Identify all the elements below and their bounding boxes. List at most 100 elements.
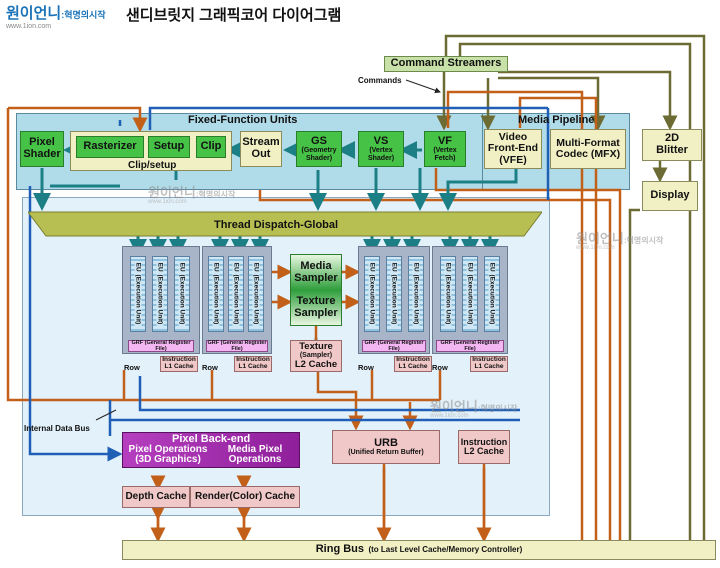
- vf-desc1: (Vertex: [433, 147, 457, 155]
- grf: GRF (General Register File): [436, 340, 504, 352]
- clip: Clip: [196, 136, 226, 158]
- pixel-ops-line2: (3D Graphics): [135, 454, 201, 465]
- mfx-line2: Codec (MFX): [555, 148, 621, 160]
- tex-l2-line1: Texture: [299, 341, 333, 353]
- tex-l2-line3: L2 Cache: [294, 358, 338, 370]
- commands-label: Commands: [358, 76, 402, 85]
- row-label: Row: [432, 363, 448, 372]
- l1-line1: Instruction: [162, 356, 196, 364]
- eu-unit: EU (Execution Unit): [130, 256, 146, 332]
- thread-dispatch-label: Thread Dispatch-Global: [214, 219, 339, 231]
- vfe-line1: Video: [498, 131, 528, 144]
- vertex-fetch: VF (Vertex Fetch): [424, 131, 466, 167]
- clip-setup-label: Clip/setup: [128, 160, 177, 171]
- render-cache-label: Render(Color) Cache: [194, 490, 295, 502]
- ring-bus: Ring Bus (to Last Level Cache/Memory Con…: [122, 540, 716, 560]
- pipeline-arrows: [33, 141, 518, 359]
- vertex-shader: VS (Vertex Shader): [358, 131, 404, 167]
- eu-unit-label: EU (Execution Unit): [368, 261, 376, 327]
- instruction-l2-cache: Instruction L2 Cache: [458, 430, 510, 464]
- media-pixel-ops: Media Pixel Operations: [212, 444, 298, 466]
- logo-sub: :혁명의시작: [61, 10, 106, 20]
- eu-unit: EU (Execution Unit): [462, 256, 478, 332]
- pixel-backend: [122, 432, 300, 468]
- geometry-shader: GS (Geometry Shader): [296, 131, 342, 167]
- multi-format-codec: Multi-Format Codec (MFX): [550, 129, 626, 169]
- texture-sampler-l1: Texture: [296, 294, 336, 307]
- row-label: Row: [202, 363, 218, 372]
- texture-sampler-l2: Sampler: [294, 306, 338, 319]
- pixel-shader: Pixel Shader: [20, 131, 64, 167]
- data-bus-wires: [28, 106, 550, 462]
- gs-desc1: (Geometry: [301, 147, 337, 155]
- il2-line2: L2 Cache: [463, 446, 505, 456]
- l1-line1: Instruction: [236, 356, 270, 364]
- mfx-line1: Multi-Format: [556, 136, 620, 149]
- rasterizer-label: Rasterizer: [83, 140, 137, 153]
- eu-unit: EU (Execution Unit): [248, 256, 264, 332]
- ring-bus-desc: (to Last Level Cache/Memory Controller): [368, 544, 523, 554]
- vfe-line2: Front-End: [487, 142, 539, 155]
- grf: GRF (General Register File): [362, 340, 426, 352]
- pixel-ops-3d: Pixel Operations (3D Graphics): [124, 444, 212, 466]
- row-label: Row: [124, 363, 140, 372]
- l1-line2: L1 Cache: [474, 363, 504, 370]
- eu-unit-label: EU (Execution Unit): [466, 261, 474, 327]
- command-wires: [436, 34, 706, 540]
- command-streamers: Command Streamers: [384, 56, 508, 72]
- l1-line2: L1 Cache: [164, 363, 194, 370]
- eu-unit: EU (Execution Unit): [440, 256, 456, 332]
- eu-unit-label: EU (Execution Unit): [390, 261, 398, 327]
- depth-cache: Depth Cache: [122, 486, 190, 508]
- urb-desc: (Unified Return Buffer): [348, 449, 424, 457]
- l1-line2: L1 Cache: [238, 363, 268, 370]
- l1-line1: Instruction: [472, 356, 506, 364]
- rasterizer: Rasterizer: [76, 136, 144, 158]
- eu-unit-label: EU (Execution Unit): [212, 261, 220, 327]
- l1-line1: Instruction: [396, 356, 430, 364]
- page-title: 샌디브릿지 그래픽코어 다이어그램: [126, 7, 342, 24]
- media-pipeline-title: Media Pipeline: [518, 114, 595, 126]
- eu-unit: EU (Execution Unit): [208, 256, 224, 332]
- urb-name: URB: [374, 436, 398, 449]
- pixel-shader-line1: Pixel: [29, 136, 55, 149]
- display: Display: [642, 181, 698, 211]
- blitter-2d: 2D Blitter: [642, 129, 702, 161]
- eu-unit: EU (Execution Unit): [408, 256, 424, 332]
- eu-unit: EU (Execution Unit): [174, 256, 190, 332]
- media-sampler-l1: Media: [300, 259, 332, 272]
- depth-cache-label: Depth Cache: [125, 490, 187, 502]
- sampler-arrows: [150, 264, 492, 543]
- vf-name: VF: [437, 134, 453, 147]
- render-cache: Render(Color) Cache: [190, 486, 300, 508]
- vs-desc1: (Vertex: [369, 147, 393, 155]
- command-streamers-label: Command Streamers: [390, 57, 502, 70]
- row-label: Row: [358, 363, 374, 372]
- pixel-shader-line2: Shader: [23, 148, 61, 160]
- urb: URB (Unified Return Buffer): [332, 430, 440, 464]
- eu-unit: EU (Execution Unit): [152, 256, 168, 332]
- eu-unit: EU (Execution Unit): [364, 256, 380, 332]
- setup-label: Setup: [153, 140, 185, 153]
- blitter-line1: 2D: [664, 132, 680, 145]
- setup: Setup: [148, 136, 190, 158]
- texture-l2-cache: Texture (Sampler) L2 Cache: [290, 340, 342, 372]
- tex-l2-line2: (Sampler): [299, 352, 333, 360]
- thread-dispatch: [28, 211, 542, 237]
- eu-unit-label: EU (Execution Unit): [412, 261, 420, 327]
- vf-desc2: Fetch): [434, 154, 456, 162]
- eu-unit-label: EU (Execution Unit): [232, 261, 240, 327]
- logo-main: 원이언니: [6, 5, 62, 22]
- ring-bus-name: Ring Bus: [315, 543, 364, 556]
- display-link: [628, 208, 640, 540]
- media-sampler-l2: Sampler: [294, 271, 338, 284]
- gs-name: GS: [311, 134, 327, 147]
